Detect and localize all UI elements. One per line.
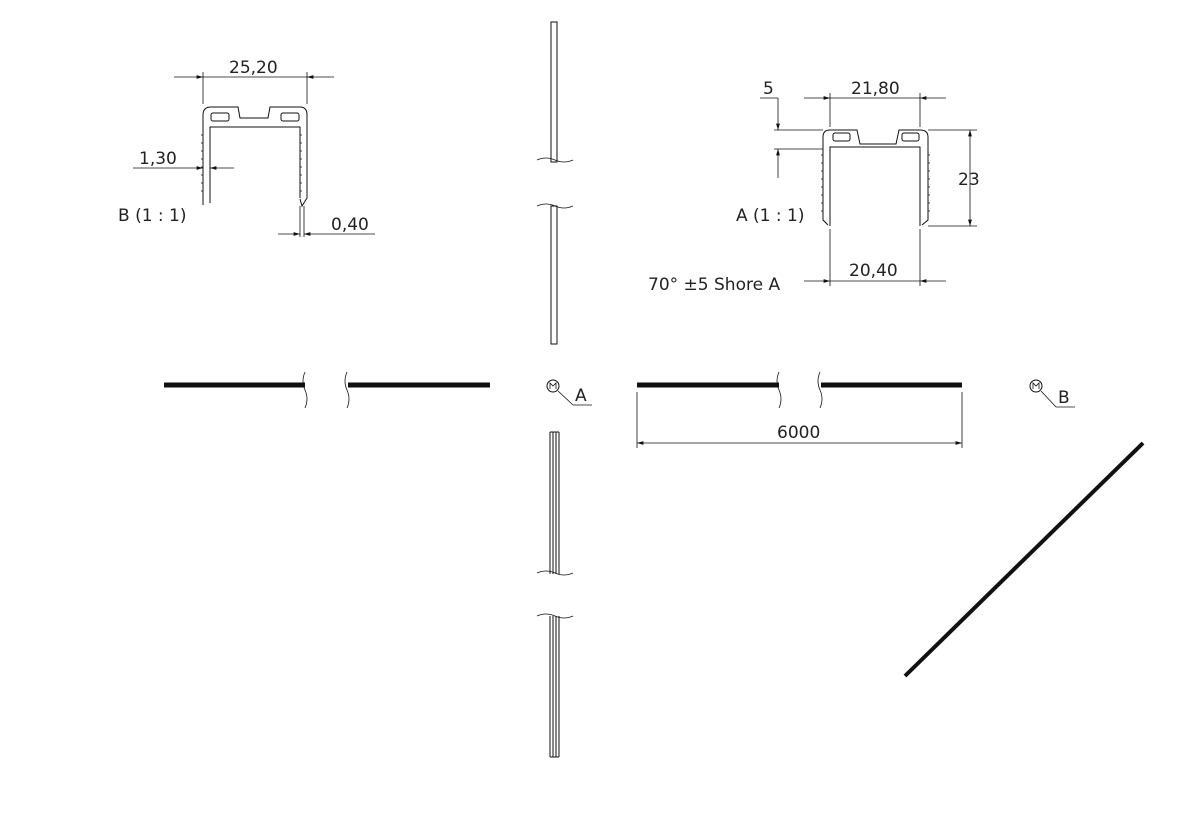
callout-b: B (1029, 379, 1075, 408)
dim-a-width: 21,80 (851, 79, 900, 99)
detail-a: 21,80 5 23 20,40 70° ±5 Shore A A (1 : 1… (648, 79, 980, 295)
hardness-note: 70° ±5 Shore A (648, 275, 780, 295)
dim-a-inner: 20,40 (849, 261, 898, 281)
vertical-view-bottom (536, 431, 574, 758)
detail-b: 25,20 1,30 0,40 B (1 : 1) (118, 58, 375, 237)
isometric-view (903, 441, 1145, 678)
dim-b-lip: 0,40 (331, 215, 369, 235)
detail-b-scale-label: B (1 : 1) (118, 206, 187, 226)
callout-a-label: A (575, 386, 587, 406)
callout-b-label: B (1058, 388, 1070, 408)
dim-a-top: 5 (763, 79, 774, 99)
vertical-view-top (536, 21, 574, 345)
dim-b-wall: 1,30 (139, 149, 177, 169)
dim-length: 6000 (777, 423, 820, 443)
dim-b-width: 25,20 (229, 58, 278, 78)
detail-b-profile (201, 106, 308, 208)
dim-a-height: 23 (958, 170, 980, 190)
detail-a-profile (821, 129, 930, 226)
detail-a-scale-label: A (1 : 1) (736, 206, 804, 226)
callout-a: A (546, 379, 592, 406)
horizontal-view-left (164, 371, 490, 409)
horizontal-view-right: 6000 (636, 371, 963, 448)
